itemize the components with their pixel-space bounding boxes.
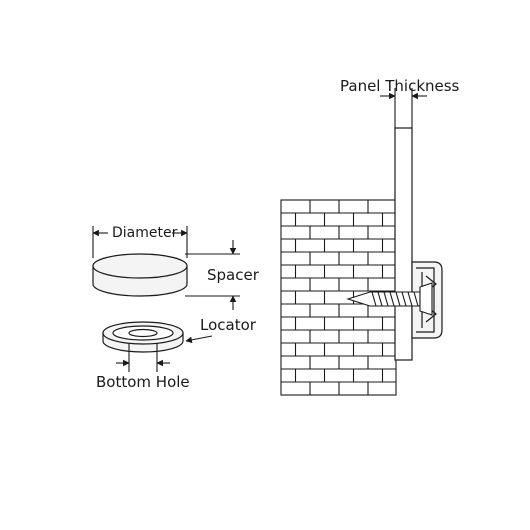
panel-thickness-dimension — [380, 88, 427, 128]
panel-thickness-label: Panel Thickness — [340, 77, 460, 95]
panel — [394, 127, 413, 361]
diameter-dimension — [92, 226, 188, 258]
locator-leader — [185, 335, 213, 344]
locator-label: Locator — [200, 316, 256, 334]
screw — [346, 282, 433, 316]
bottom-hole-dimension — [116, 344, 170, 372]
bottom-hole-label: Bottom Hole — [96, 373, 190, 391]
diameter-label: Diameter — [112, 225, 178, 241]
spacer-label: Spacer — [207, 266, 259, 284]
locator-part — [102, 321, 184, 353]
spacer-part — [92, 253, 188, 297]
spacer-dimension — [185, 240, 240, 310]
